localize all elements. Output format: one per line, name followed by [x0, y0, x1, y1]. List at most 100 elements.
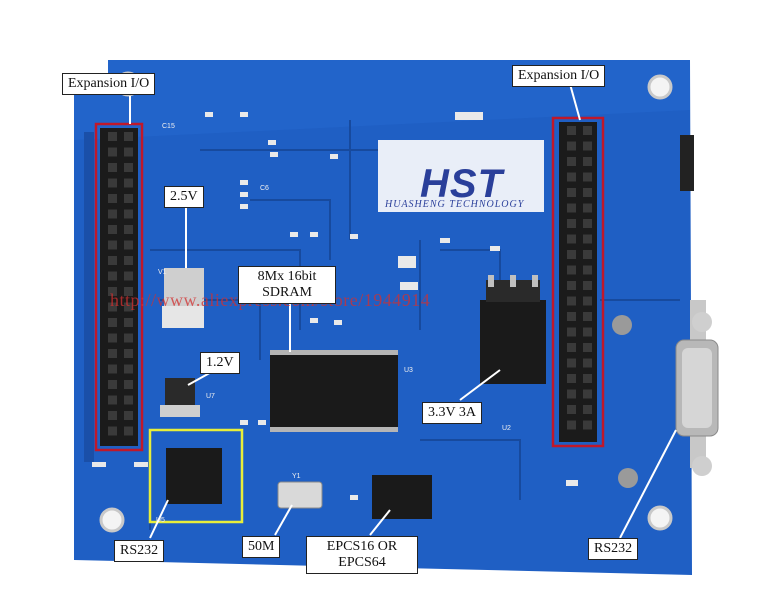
screw	[692, 312, 712, 332]
regulator-33v	[480, 300, 546, 384]
header-pin	[124, 271, 133, 281]
header-pin	[124, 209, 133, 219]
header-pin	[108, 349, 117, 358]
screw	[618, 468, 638, 488]
header-pin	[124, 411, 133, 420]
header-pin	[583, 343, 592, 352]
header-pin	[108, 411, 117, 420]
header-pin	[583, 296, 592, 306]
silk-u5: U5	[156, 517, 165, 524]
epcs-chip	[372, 475, 432, 519]
header-pin	[567, 141, 576, 151]
regulator-12v-tab	[160, 405, 200, 417]
left-edge-pins	[84, 132, 94, 462]
callout-lines	[129, 83, 677, 539]
header-pin	[108, 380, 117, 389]
header-pin	[108, 209, 117, 219]
header-pin	[583, 250, 592, 259]
screw	[692, 456, 712, 476]
label-2-5v: 2.5V	[164, 186, 204, 208]
header-pin	[583, 420, 592, 430]
label-epcs: EPCS16 OR EPCS64	[306, 536, 418, 574]
header-pin	[124, 225, 133, 234]
right-header-pins	[567, 126, 592, 430]
silk-c6: C6	[260, 185, 269, 192]
header-pin	[124, 163, 133, 172]
header-pin	[108, 240, 117, 250]
header-pin	[108, 302, 117, 312]
header-pin	[124, 364, 133, 374]
power-jack	[680, 135, 694, 191]
header-pin	[124, 147, 133, 157]
silk-c15: C15	[162, 123, 175, 130]
hst-logo-box	[378, 140, 544, 212]
header-pin	[567, 172, 576, 182]
header-pin	[567, 343, 576, 352]
silk-y1: Y1	[292, 473, 301, 480]
header-pin	[583, 374, 592, 383]
crystal-oscillator	[277, 481, 323, 509]
mounting-hole	[647, 74, 673, 100]
header-pin	[567, 188, 576, 197]
header-pin	[124, 178, 133, 188]
screw	[612, 315, 632, 335]
header-pin	[567, 374, 576, 383]
regulator-33v-leads	[488, 275, 538, 287]
regulator-33v-tab	[486, 280, 540, 302]
header-pin	[583, 203, 592, 213]
header-pin	[108, 147, 117, 157]
silk-u2: U2	[502, 425, 511, 432]
label-rs232-right: RS232	[588, 538, 639, 560]
header-pin	[567, 157, 576, 166]
label-rs232-left: RS232	[114, 540, 165, 562]
header-pin	[124, 426, 133, 436]
regulator-12v	[165, 378, 195, 406]
header-pin	[567, 126, 576, 135]
regulator-25v-pad	[162, 306, 204, 328]
header-pin	[108, 225, 117, 234]
header-pin	[567, 203, 576, 213]
header-pin	[583, 157, 592, 166]
header-pin	[108, 364, 117, 374]
header-pin	[108, 163, 117, 172]
header-pin	[124, 333, 133, 343]
header-pin	[567, 312, 576, 321]
header-pin	[108, 194, 117, 203]
mounting-hole	[647, 505, 673, 531]
hst-logo-subtitle: HUASHENG TECHNOLOGY	[385, 199, 525, 210]
header-pin	[583, 358, 592, 368]
header-pin	[108, 132, 117, 141]
right-header-frame	[551, 116, 605, 448]
header-pin	[583, 281, 592, 290]
sdram-chip	[270, 355, 398, 427]
db9-shell	[682, 348, 712, 428]
header-pin	[108, 287, 117, 296]
header-pin	[583, 327, 592, 337]
header-pin	[124, 318, 133, 327]
header-pin	[583, 312, 592, 321]
header-pin	[124, 132, 133, 141]
header-pin	[583, 389, 592, 399]
header-pin	[583, 265, 592, 275]
header-pin	[124, 349, 133, 358]
header-pin	[108, 318, 117, 327]
header-pin	[583, 234, 592, 244]
header-pin	[583, 219, 592, 228]
header-pin	[108, 271, 117, 281]
label-expansion-right: Expansion I/O	[512, 65, 606, 87]
left-header-frame	[94, 122, 144, 452]
header-pin	[108, 395, 117, 405]
header-pin	[108, 256, 117, 265]
header-pin	[567, 405, 576, 414]
header-pin	[567, 296, 576, 306]
header-pin	[567, 420, 576, 430]
header-pin	[567, 250, 576, 259]
left-header-pins	[108, 132, 133, 436]
silk-u7: U7	[206, 393, 215, 400]
header-pin	[567, 281, 576, 290]
label-3-3v-3a: 3.3V 3A	[422, 402, 482, 424]
hst-logo-text: HST	[420, 162, 503, 206]
header-pin	[567, 389, 576, 399]
label-sdram: 8Mx 16bit SDRAM	[238, 266, 336, 304]
